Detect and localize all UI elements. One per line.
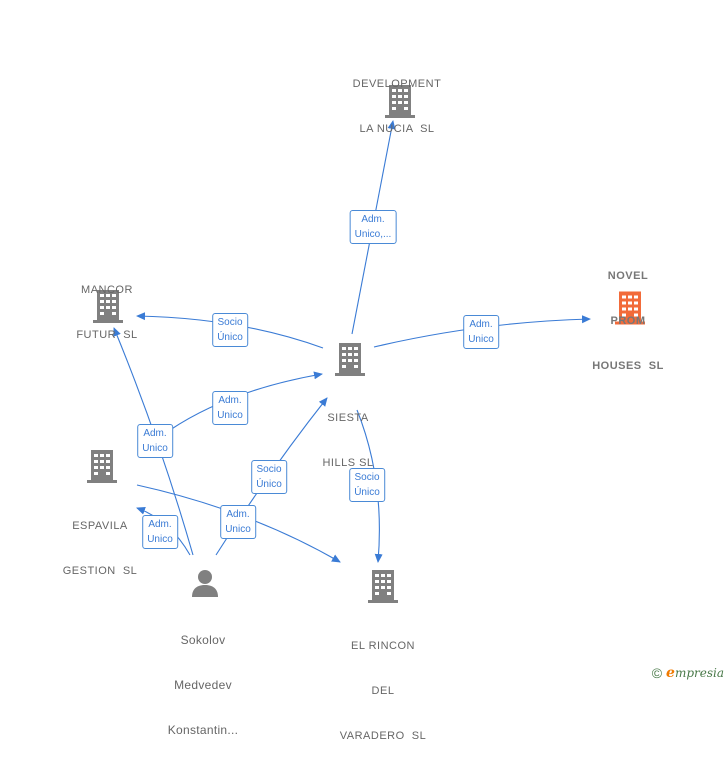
edge-label-siesta-novel[interactable]: Adm. Unico [463,315,499,349]
node-label-line: EL RINCON [351,640,415,652]
brand-logo[interactable]: © empresia [652,665,724,681]
edge-label-espavila-rincon[interactable]: Adm. Unico [220,505,256,539]
building-icon[interactable] [87,449,117,483]
node-label-line: Konstantin... [167,723,239,737]
node-label-line: LA NUCIA SL [359,123,435,135]
node-label-line: MANCOR [81,284,133,296]
node-label-line: GESTION SL [62,565,138,577]
edge-label-line: Unico [225,524,251,535]
edge-label-line: Único [217,332,243,343]
node-label-line: HOUSES SL [592,360,664,372]
edge-label-line: Unico [142,443,168,454]
node-label-line: ESPAVILA [72,520,128,532]
edge-label-line: Único [256,479,282,490]
brand-e: e [666,665,675,681]
edge-label-line: Socio [256,464,282,475]
building-icon[interactable] [385,84,415,118]
node-label-espavila[interactable]: ESPAVILA GESTION SL [63,489,138,594]
edge-label-sokolov-mancor[interactable]: Adm. Unico [137,424,173,458]
node-label-novel[interactable]: NOVEL PROM HOUSES SL [592,239,664,389]
edge-label-line: Adm. [361,214,385,225]
node-label-mancor[interactable]: MANCOR FUTUR SL [76,253,137,358]
edge-label-siesta-rincon[interactable]: Socio Único [349,468,385,502]
node-label-line: NOVEL [607,270,649,282]
node-label-line: HILLS SL [322,457,374,469]
copyright-icon: © [651,665,663,681]
node-label-siesta[interactable]: SIESTA HILLS SL [322,381,373,486]
edge-label-sokolov-espavila[interactable]: Adm. Unico [142,515,178,549]
edge-label-line: Socio [354,472,380,483]
node-label-rincon[interactable]: EL RINCON DEL VARADERO SL [340,609,427,759]
node-label-line: Sokolov [180,633,226,647]
edge-label-line: Unico [468,334,494,345]
node-label-line: Medvedev [174,678,232,692]
edge-label-line: Unico [217,410,243,421]
edge-label-line: Unico [147,534,173,545]
edge-label-line: Adm. [143,428,167,439]
brand-name: mpresia [674,666,724,680]
building-icon[interactable] [368,569,398,603]
node-label-line: SIESTA [327,412,369,424]
node-label-development[interactable]: DEVELOPMENT LA NUCIA SL [353,47,442,152]
node-label-line: DEL [371,685,395,697]
edge-label-line: Único [354,487,380,498]
node-label-line: PROM [610,315,646,327]
edge-label-mancor-siesta[interactable]: Adm. Unico [212,391,248,425]
node-label-sokolov[interactable]: Sokolov Medvedev Konstantin... [168,603,239,753]
node-label-line: DEVELOPMENT [352,78,442,90]
edge-label-siesta-mancor[interactable]: Socio Único [212,313,248,347]
edge-label-line: Adm. [226,509,250,520]
person-icon[interactable] [190,568,220,598]
node-label-line: VARADERO SL [339,730,427,742]
edge-label-line: Adm. [218,395,242,406]
edge-label-siesta-development[interactable]: Adm. Unico,... [349,210,397,244]
edge-label-line: Socio [217,317,243,328]
building-icon[interactable] [93,289,123,323]
building-icon[interactable] [335,342,365,376]
edge-label-sokolov-siesta[interactable]: Socio Único [251,460,287,494]
edge-label-line: Adm. [469,319,493,330]
edge-label-line: Adm. [148,519,172,530]
edge-label-line: Unico,... [354,229,392,240]
node-label-line: FUTUR SL [76,329,138,341]
building-icon-highlight[interactable] [615,290,645,325]
